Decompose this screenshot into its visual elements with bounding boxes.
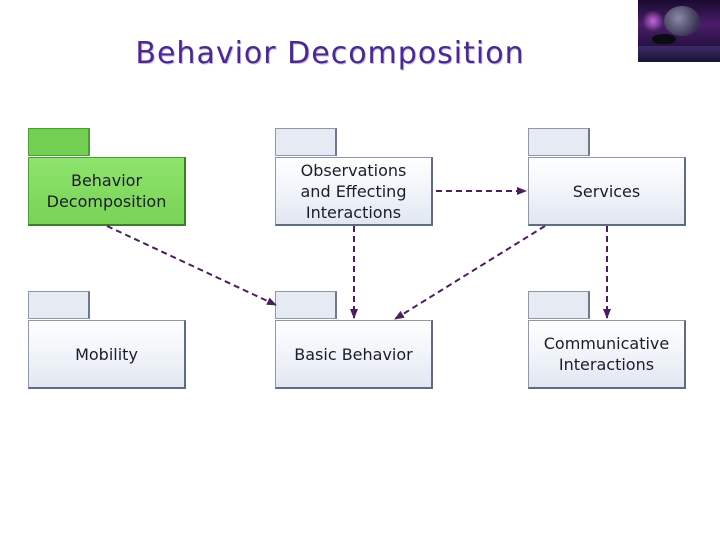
package-label: Communicative Interactions	[543, 334, 670, 374]
corner-photo-image	[638, 0, 720, 62]
rock-shape	[664, 6, 700, 36]
dependency-arrow-services-to-basic	[394, 225, 546, 320]
purple-glow-shape	[642, 10, 664, 32]
package-tab-communicative	[528, 291, 590, 319]
package-mobility[interactable]: Mobility	[28, 320, 186, 389]
package-communicative[interactable]: Communicative Interactions	[528, 320, 686, 389]
package-label: Basic Behavior	[294, 344, 413, 364]
package-tab-behavior-decomposition	[28, 128, 90, 156]
swan-silhouette	[652, 34, 676, 44]
package-tab-mobility	[28, 291, 90, 319]
package-label: Mobility	[75, 344, 138, 364]
package-basic-behavior[interactable]: Basic Behavior	[275, 320, 433, 389]
package-behavior-decomposition[interactable]: Behavior Decomposition	[28, 157, 186, 226]
slide-title: Behavior Decomposition	[135, 36, 525, 71]
package-tab-observations	[275, 128, 337, 156]
package-services[interactable]: Services	[528, 157, 686, 226]
package-tab-services	[528, 128, 590, 156]
package-label: Services	[572, 181, 641, 201]
package-label: Behavior Decomposition	[46, 171, 167, 211]
package-observations[interactable]: Observations and Effecting Interactions	[275, 157, 433, 226]
package-label: Observations and Effecting Interactions	[300, 160, 407, 222]
dependency-arrow-behavior-to-basic	[106, 225, 277, 306]
water-shape	[638, 46, 720, 62]
